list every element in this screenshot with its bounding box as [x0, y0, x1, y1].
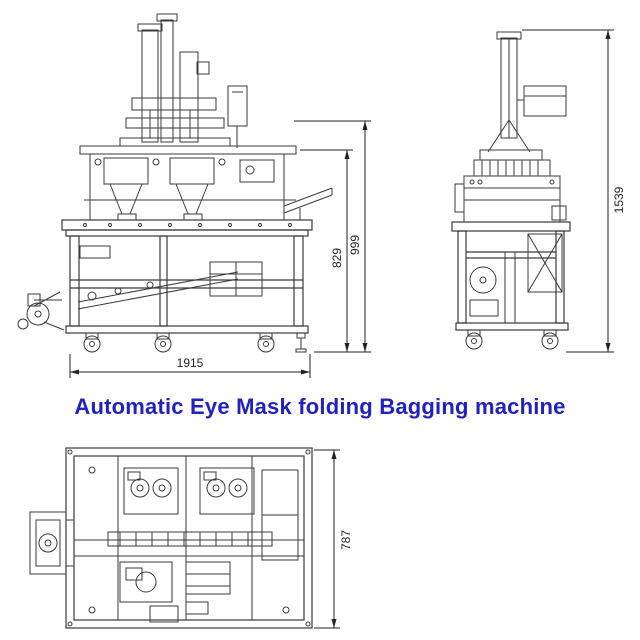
front-output-tray — [283, 187, 333, 220]
top-unwind-attachment — [29, 511, 74, 575]
dimension-table-height: 829 — [300, 149, 353, 352]
front-casters — [83, 332, 307, 353]
top-lower-mechanisms — [88, 466, 299, 623]
drawing-title: Automatic Eye Mask folding Bagging machi… — [74, 394, 566, 419]
side-column — [479, 31, 567, 161]
front-top-towers — [119, 13, 231, 147]
top-mechanism-b — [199, 467, 255, 515]
front-unwind-roller — [17, 291, 65, 331]
dimension-overall-depth: 787 — [314, 449, 353, 629]
dimension-label-width: 1915 — [177, 356, 204, 370]
top-internal-rails — [74, 456, 304, 620]
side-cabinet-interior — [469, 233, 563, 323]
dimension-label-frame-height: 999 — [348, 235, 362, 255]
front-folding-units — [79, 145, 297, 221]
dimension-overall-width: 1915 — [69, 354, 311, 378]
side-view-drawing — [451, 31, 571, 350]
front-cabinet-interior — [77, 223, 292, 310]
front-view-drawing — [17, 13, 333, 353]
front-frame — [61, 219, 313, 334]
dimension-label-depth: 787 — [339, 530, 353, 550]
side-upper-assembly — [454, 159, 567, 223]
dimension-overall-height: 1539 — [522, 29, 626, 353]
top-frame — [65, 447, 313, 629]
side-casters — [465, 329, 559, 350]
front-control-box — [227, 85, 248, 148]
top-frame-bolts — [67, 449, 311, 627]
top-view-drawing — [29, 447, 313, 629]
dimension-label-overall-height: 1539 — [612, 186, 626, 213]
dimension-label-table-height: 829 — [330, 248, 344, 268]
top-conveyor-rail — [107, 531, 273, 547]
top-mechanism-a — [123, 467, 179, 515]
side-frame — [451, 221, 571, 331]
dimension-frame-height: 999 — [294, 120, 371, 353]
